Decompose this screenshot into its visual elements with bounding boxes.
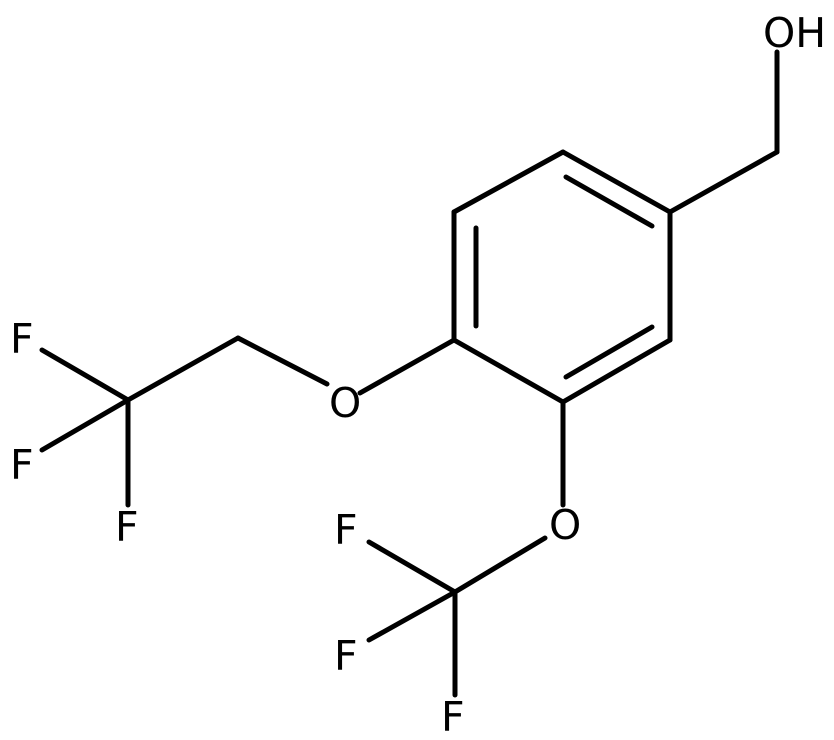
ring-bond-top-left [451, 149, 566, 215]
ether-oxygen-bottom-label: O [549, 501, 581, 549]
fluorine-left-top-label: F [10, 315, 34, 363]
cf3-to-fluorine-top-bond [39, 347, 131, 403]
cf3-to-fluorine-upper-bond [366, 539, 458, 595]
trifluoroethoxy-group: O F F F [10, 315, 457, 551]
hydroxyl-label: OH [763, 9, 826, 57]
ring-double-bond-top-right [563, 174, 655, 229]
oxygen-to-ch2-bond [235, 335, 330, 387]
ether-oxygen-left-label: O [329, 379, 361, 427]
ring-to-oxygen-left-bond [357, 337, 457, 396]
cf3-to-fluorine-middle-bond [39, 397, 131, 453]
fluorine-bottom-bottom-label: F [441, 693, 465, 740]
fluorine-left-bottom-label: F [115, 503, 139, 551]
ring-bond-bottom-right [560, 337, 673, 405]
ring-bond-bottom-left [451, 337, 566, 405]
cf3-to-fluorine-lower-left-bond [366, 589, 458, 643]
ring-double-bond-bottom-right [563, 324, 655, 380]
benzene-ring [451, 149, 673, 405]
ch2-to-cf3-bond [125, 335, 241, 403]
oxygen-to-cf3-bond [452, 535, 548, 595]
ring-bond-top-right [560, 149, 673, 215]
fluorine-bottom-middle-label: F [334, 632, 358, 680]
fluorine-bottom-top-label: F [334, 506, 358, 554]
trifluoromethoxy-group: O F F F [334, 399, 581, 740]
ring-to-ch2-bond [667, 149, 780, 215]
hydroxymethyl-group: OH [667, 9, 826, 215]
fluorine-left-middle-label: F [10, 441, 34, 489]
